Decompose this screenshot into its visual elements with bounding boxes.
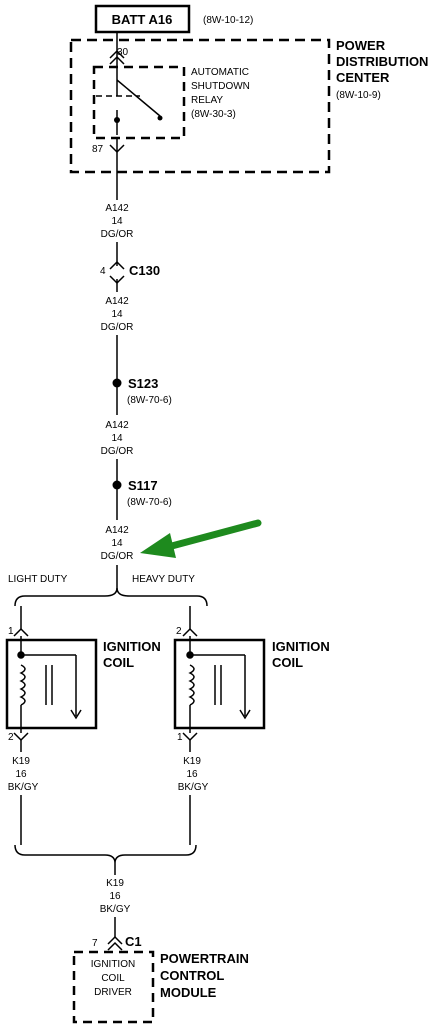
- left-coil-pin-top: 1: [8, 626, 14, 637]
- s117-ref: (8W-70-6): [127, 497, 172, 508]
- branch-brace-top: [14, 587, 208, 607]
- pcm-line3: MODULE: [160, 985, 217, 1000]
- pcm-line1: POWERTRAIN: [160, 951, 249, 966]
- right-coil-top-connector: [182, 627, 198, 637]
- right-coil-pin-bottom: 1: [177, 732, 183, 743]
- relay-ref: (8W-30-3): [191, 109, 236, 120]
- left-coil-top-connector: [13, 627, 29, 637]
- pcm-inner-line3: DRIVER: [94, 987, 132, 998]
- right-k19-color: BK/GY: [178, 782, 209, 793]
- right-k19-circuit: K19: [183, 756, 201, 767]
- relay-line1: AUTOMATIC: [191, 67, 249, 78]
- pdc-line3: CENTER: [336, 70, 390, 85]
- batt-label: BATT A16: [112, 12, 173, 27]
- s117-splice-dot: [112, 480, 122, 490]
- c130-pin: 4: [100, 266, 106, 277]
- pcm-inner-line2: COIL: [101, 973, 125, 984]
- batt-ref: (8W-10-12): [203, 15, 253, 26]
- a142-circuit-1: A142: [105, 203, 129, 214]
- a142-color-2: DG/OR: [101, 322, 134, 333]
- branch-light-duty: LIGHT DUTY: [8, 574, 68, 585]
- a142-color-4: DG/OR: [101, 551, 134, 562]
- right-coil-pin-top: 2: [176, 626, 182, 637]
- pcm-line2: CONTROL: [160, 968, 224, 983]
- right-coil-line2: COIL: [272, 655, 303, 670]
- relay-pin-30: 30: [117, 47, 129, 58]
- right-coil-windings: [186, 636, 251, 733]
- right-k19-gauge: 16: [186, 769, 198, 780]
- pcm-c1-connector: [107, 935, 123, 951]
- k19-merged-gauge: 16: [109, 891, 121, 902]
- left-coil-line1: IGNITION: [103, 639, 161, 654]
- pdc-line1: POWER: [336, 38, 386, 53]
- pcm-box: [72, 950, 155, 1024]
- left-coil-bottom-connector: [13, 732, 29, 742]
- left-k19-gauge: 16: [15, 769, 27, 780]
- a142-circuit-3: A142: [105, 420, 129, 431]
- k19-merged-circuit: K19: [106, 878, 124, 889]
- a142-gauge-3: 14: [111, 433, 123, 444]
- s123-label: S123: [128, 376, 158, 391]
- relay-line3: RELAY: [191, 95, 223, 106]
- a142-color-1: DG/OR: [101, 229, 134, 240]
- a142-circuit-2: A142: [105, 296, 129, 307]
- right-coil-bottom-connector: [182, 732, 198, 742]
- merge-brace-bottom: [14, 844, 197, 864]
- c130-label: C130: [129, 263, 160, 278]
- s123-ref: (8W-70-6): [127, 395, 172, 406]
- a142-color-3: DG/OR: [101, 446, 134, 457]
- left-k19-color: BK/GY: [8, 782, 39, 793]
- relay-pin-30-connector: [109, 49, 125, 65]
- highlight-arrow: [140, 519, 262, 558]
- a142-circuit-4: A142: [105, 525, 129, 536]
- batt-box: BATT A16: [94, 4, 191, 34]
- relay-switch-arm: [116, 79, 161, 117]
- pdc-ref: (8W-10-9): [336, 90, 381, 101]
- branch-heavy-duty: HEAVY DUTY: [132, 574, 195, 585]
- relay-pin-87: 87: [92, 144, 104, 155]
- pdc-line2: DISTRIBUTION: [336, 54, 428, 69]
- s117-label: S117: [128, 478, 158, 493]
- left-coil-windings: [17, 636, 82, 733]
- left-k19-circuit: K19: [12, 756, 30, 767]
- right-coil-line1: IGNITION: [272, 639, 330, 654]
- left-coil-box: [5, 638, 98, 730]
- right-coil-box: [173, 638, 266, 730]
- relay-node: [114, 117, 120, 123]
- left-coil-pin-bottom: 2: [8, 732, 14, 743]
- a142-gauge-2: 14: [111, 309, 123, 320]
- pcm-pin: 7: [92, 938, 98, 949]
- a142-gauge-4: 14: [111, 538, 123, 549]
- pdc-box: [69, 38, 331, 174]
- relay-switch-contact: [157, 115, 163, 121]
- relay-box: [92, 65, 186, 140]
- pcm-inner-line1: IGNITION: [91, 959, 135, 970]
- relay-line2: SHUTDOWN: [191, 81, 250, 92]
- pcm-connector: C1: [125, 934, 142, 949]
- k19-merged-color: BK/GY: [100, 904, 131, 915]
- s123-splice-dot: [112, 378, 122, 388]
- left-coil-line2: COIL: [103, 655, 134, 670]
- a142-gauge-1: 14: [111, 216, 123, 227]
